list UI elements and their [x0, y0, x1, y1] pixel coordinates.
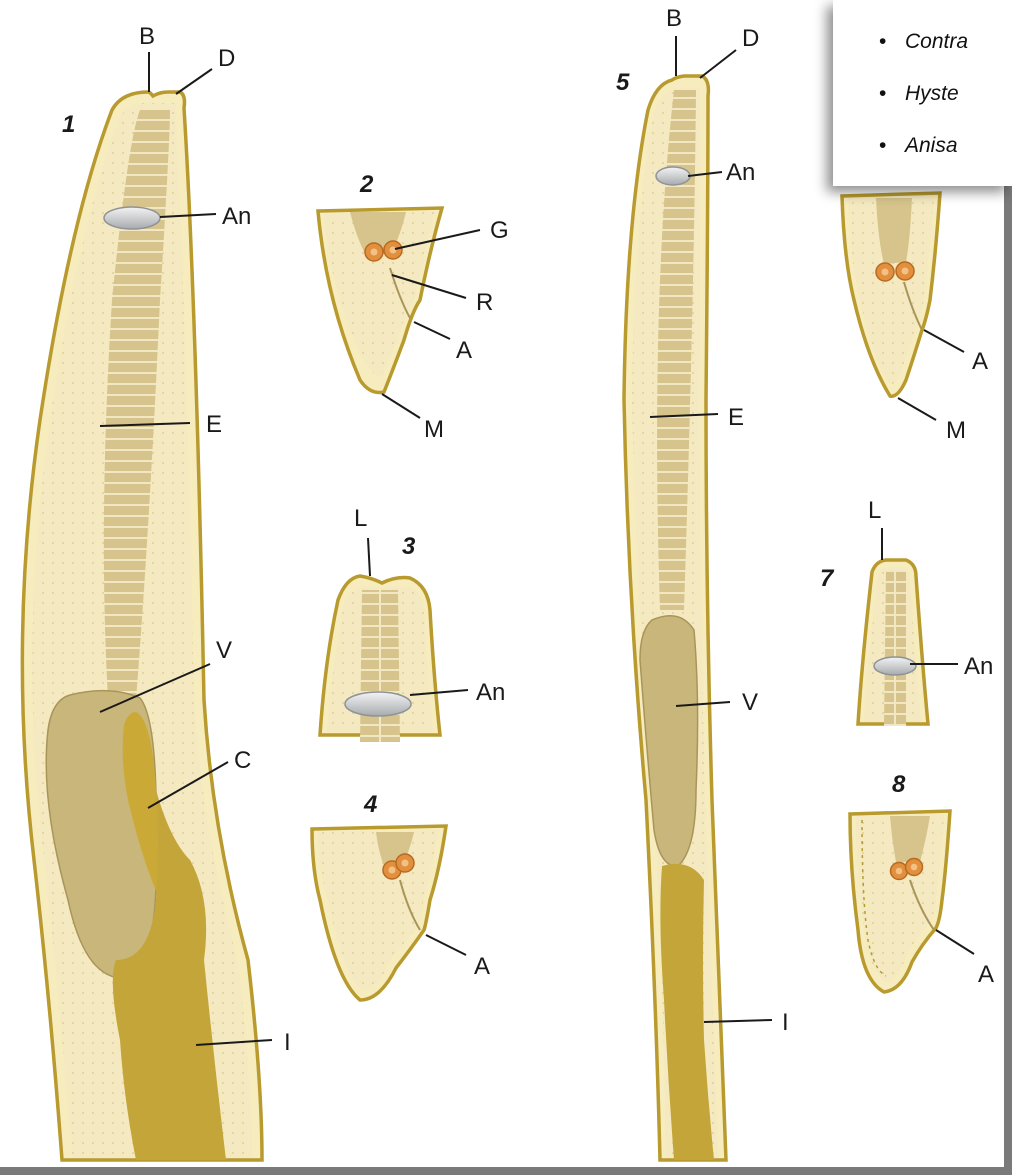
label-1-E: E [206, 411, 222, 438]
list-item-label: Anisa [905, 134, 958, 157]
label-1-D: D [218, 45, 235, 72]
label-8-A: A [978, 961, 994, 988]
panel-4-tail [312, 826, 446, 1000]
label-6-M: M [946, 417, 966, 444]
label-7-L: L [868, 497, 881, 524]
window-edge-bottom [0, 1167, 1012, 1175]
panel-number-5: 5 [616, 69, 630, 96]
panel-6-tail [842, 193, 940, 396]
label-2-R: R [476, 289, 493, 316]
panel-2-tail [318, 208, 442, 393]
overlay-species-list: •Contra •Hyste •Anisa [833, 0, 1012, 186]
label-5-I: I [782, 1009, 789, 1036]
panel-number-8: 8 [892, 771, 906, 798]
panel-1-worm [22, 92, 262, 1160]
label-3-An: An [476, 679, 505, 706]
label-2-A: A [456, 337, 472, 364]
panel-8-tail [850, 811, 950, 992]
panel-7-head [858, 560, 928, 726]
label-2-M: M [424, 416, 444, 443]
panel-5-anal-plate [656, 167, 690, 185]
panel-number-7: 7 [820, 565, 835, 592]
label-1-V: V [216, 637, 232, 664]
bullet-icon: • [879, 30, 905, 54]
label-1-An: An [222, 203, 251, 230]
label-5-An: An [726, 159, 755, 186]
label-5-E: E [728, 404, 744, 431]
label-5-D: D [742, 25, 759, 52]
panel-7-anal-plate [874, 657, 916, 675]
list-item-label: Hyste [905, 82, 959, 105]
panel-number-4: 4 [363, 791, 377, 818]
panel-3-anal-plate [345, 692, 411, 716]
panel-number-3: 3 [402, 533, 416, 560]
label-7-An: An [964, 653, 993, 680]
label-5-B: B [666, 5, 682, 32]
label-3-L: L [354, 505, 367, 532]
panel-number-2: 2 [359, 171, 374, 198]
bullet-icon: • [879, 82, 905, 106]
label-1-I: I [284, 1029, 291, 1056]
list-item: •Contra [833, 30, 968, 54]
panel-5-worm [624, 76, 726, 1160]
window-edge-right [1004, 186, 1012, 1175]
label-4-A: A [474, 953, 490, 980]
bullet-icon: • [879, 134, 905, 158]
label-6-A: A [972, 348, 988, 375]
list-item: •Hyste [833, 82, 959, 106]
label-5-V: V [742, 689, 758, 716]
label-1-B: B [139, 23, 155, 50]
list-item-label: Contra [905, 30, 968, 53]
list-item: •Anisa [833, 134, 958, 158]
label-1-C: C [234, 747, 251, 774]
label-2-G: G [490, 217, 509, 244]
panel-number-1: 1 [62, 111, 75, 138]
panel-1-anal-plate [104, 207, 160, 229]
panel-3-head [320, 576, 440, 742]
